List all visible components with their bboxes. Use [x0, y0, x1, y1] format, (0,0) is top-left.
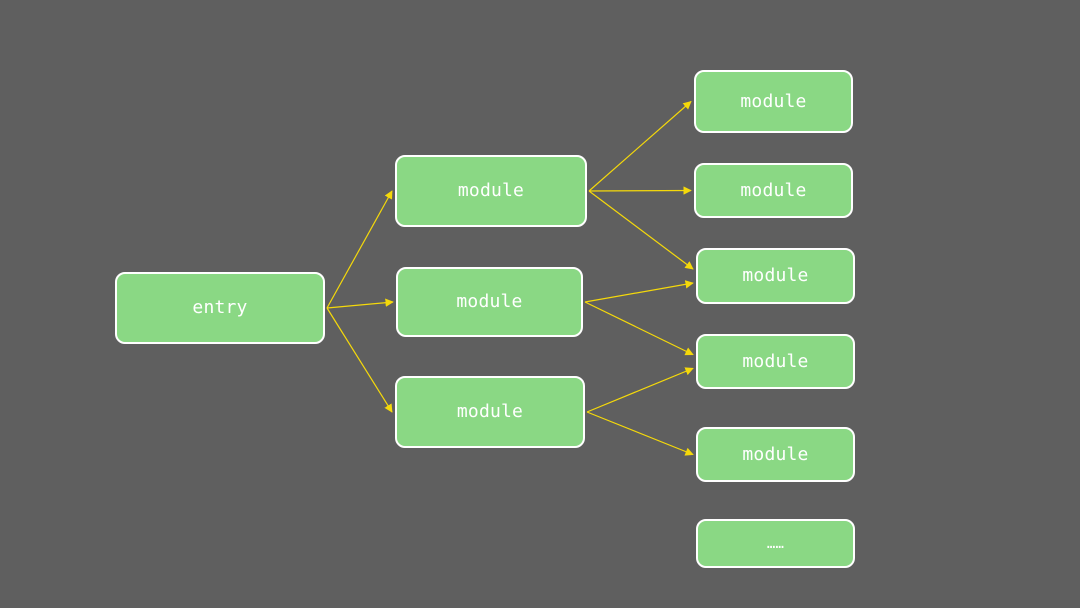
arrow-entry-to-l1-1: [326, 298, 394, 309]
arrow-l1-1-to-l2-3: [584, 301, 694, 356]
module-node-label: module: [742, 350, 809, 372]
module-node-label: module: [740, 179, 807, 201]
arrow-entry-to-l1-0: [326, 190, 393, 309]
module-node-label: module: [740, 90, 807, 112]
module-node-level1-1[interactable]: module: [395, 155, 587, 227]
module-node-label: module: [456, 291, 523, 312]
module-node-label: module: [456, 401, 524, 422]
ellipsis-node[interactable]: ……: [696, 519, 855, 568]
arrow-l1-0-to-l2-1: [588, 186, 692, 195]
arrow-l1-0-to-l2-2: [588, 190, 694, 270]
arrow-entry-to-l1-2: [326, 307, 393, 413]
module-node-level2-4[interactable]: module: [696, 334, 855, 389]
edges-group: [326, 100, 694, 456]
arrow-l1-2-to-l2-3: [586, 367, 694, 413]
module-node-label: module: [457, 180, 525, 201]
module-node-level2-1[interactable]: module: [694, 70, 853, 133]
module-node-level2-3[interactable]: module: [696, 248, 855, 304]
arrow-l1-1-to-l2-2: [584, 280, 694, 303]
entry-node[interactable]: entry: [115, 272, 325, 344]
module-node-label: module: [742, 443, 809, 465]
arrow-l1-0-to-l2-0: [588, 100, 692, 192]
module-node-level1-3[interactable]: module: [395, 376, 585, 448]
module-node-level2-5[interactable]: module: [696, 427, 855, 482]
entry-node-label: entry: [192, 297, 248, 318]
ellipsis-label: ……: [766, 535, 785, 552]
arrow-l1-2-to-l2-4: [586, 411, 694, 456]
module-node-level1-2[interactable]: module: [396, 267, 583, 337]
module-node-label: module: [742, 265, 809, 286]
module-node-level2-2[interactable]: module: [694, 163, 853, 218]
